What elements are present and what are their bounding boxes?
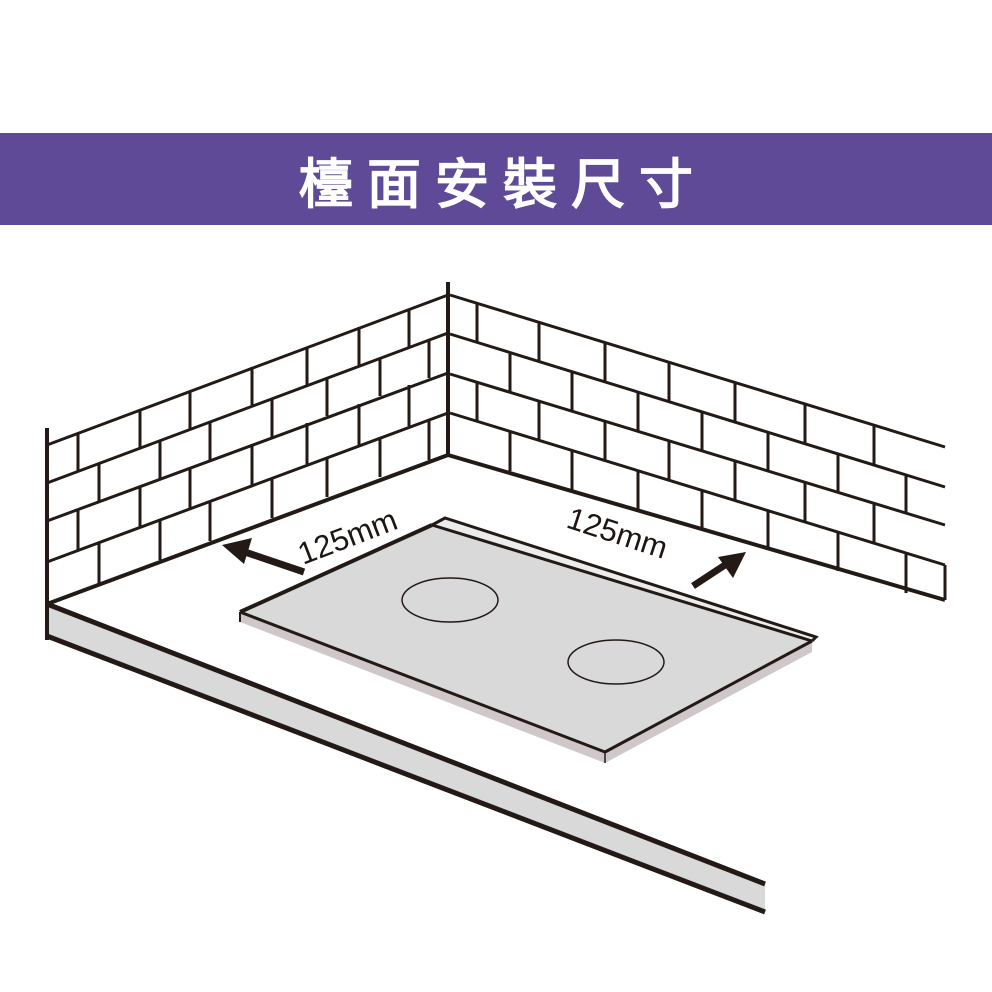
right-clearance-arrow-icon — [691, 552, 746, 589]
back-brick-wall — [447, 293, 947, 602]
cooktop — [239, 516, 819, 763]
left-brick-wall — [45, 282, 450, 640]
title-banner: 檯面安裝尺寸 — [0, 133, 992, 225]
burner-left — [401, 577, 499, 623]
right-clearance-label: 125mm — [563, 500, 672, 565]
burner-right — [567, 639, 665, 685]
countertop — [45, 601, 766, 915]
banner-title: 檯面安裝尺寸 — [299, 152, 707, 216]
left-clearance-arrow-icon — [222, 538, 306, 576]
